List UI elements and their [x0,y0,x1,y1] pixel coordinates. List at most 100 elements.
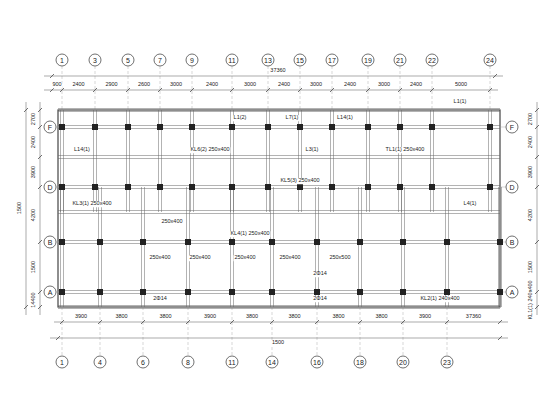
beam-label: 250x400 [188,255,211,261]
dimension: 3800 [374,314,388,320]
dimension-tick [535,125,539,129]
column [314,289,320,295]
column [444,239,450,245]
axis-label: A [48,289,53,296]
column [365,124,371,130]
axis-leader [332,66,333,110]
dimension: 2400 [31,135,37,149]
axis-label: 24 [486,57,494,64]
dimension-tick [298,88,302,92]
beam-label: TL1(1) 250x400 [385,147,426,153]
dimension: 1500 [17,201,23,215]
column [189,184,195,190]
axis-leader [403,307,404,356]
beam-label: 250x400 [160,219,183,225]
dimension: 1500 [271,340,285,346]
column [229,239,235,245]
axis-bubble [426,54,438,66]
column [59,289,65,295]
beam-label: KL4(1) 250x400 [229,231,270,237]
dimension-tick [401,320,405,324]
beam-label: 2Φ14 [152,296,168,302]
dimension: 1500 [528,260,534,274]
column [357,239,363,245]
dimension-tick [498,320,502,324]
column [157,184,163,190]
beam-label: L4(1) [463,201,478,207]
dimension-tick [535,155,539,159]
dimension: 2600 [137,82,151,88]
dimension: 2700 [528,111,534,125]
column [125,184,131,190]
column [97,289,103,295]
axis-label: 15 [296,57,304,64]
dimension: 14400 [31,291,37,308]
dimension-line [44,76,503,77]
axis-bubble [186,54,198,66]
axis-label: D [509,184,514,191]
axis-bubble [506,121,518,133]
axis-bubble [266,356,278,368]
axis-bubble [506,181,518,193]
dimension-tick [535,240,539,244]
axis-leader [62,307,63,356]
column [125,124,131,130]
beam-label: KL5(3) 250x400 [279,178,320,184]
axis-leader [143,307,144,356]
axis-bubble [262,54,274,66]
dimension: 5000 [454,82,468,88]
axis-leader [160,66,161,110]
axis-bubble [44,181,56,193]
axis-leader [490,66,491,110]
dimension-tick [488,88,492,92]
axis-bubble [441,356,453,368]
column [97,239,103,245]
dimension-tick [230,320,234,324]
axis-label: 23 [443,359,451,366]
dimension: 4200 [31,207,37,221]
axis-bubble [326,54,338,66]
beam-label: 250x400 [233,255,256,261]
beam-label: 250x500 [328,255,351,261]
dimension-tick [93,88,97,92]
dimension-tick [38,185,42,189]
column [397,184,403,190]
dimension-tick [60,88,64,92]
dimension: 4200 [528,207,534,221]
axis-bubble [122,54,134,66]
dimension-line [50,338,508,339]
dimension: 900 [51,82,62,88]
column [59,184,65,190]
axis-label: 21 [396,57,404,64]
column [269,289,275,295]
column [444,289,450,295]
axis-leader [62,66,63,110]
axis-bubble [94,356,106,368]
column [229,124,235,130]
dimension: 3900 [31,165,37,179]
beam-label: 250x400 [278,255,301,261]
dimension: KL1(1) 240x400 [528,279,534,320]
dimension-tick [366,88,370,92]
dimension-tick [190,88,194,92]
dimension: 3000 [309,82,323,88]
dimension: 1500 [31,260,37,274]
column [329,124,335,130]
column [265,184,271,190]
column [429,124,435,130]
dimension-tick [38,108,42,112]
dimension-tick [535,108,539,112]
axis-leader [368,66,369,110]
dimension-tick [430,88,434,92]
dimension-tick [126,88,130,92]
beam-label: 2Φ14 [312,271,328,277]
dimension: 2400 [277,82,291,88]
axis-label: 20 [399,359,407,366]
dimension-tick [535,305,539,309]
column [487,124,493,130]
axis-label: 18 [356,359,364,366]
column [269,239,275,245]
dimension-tick [56,336,60,340]
dimension-tick [498,336,502,340]
